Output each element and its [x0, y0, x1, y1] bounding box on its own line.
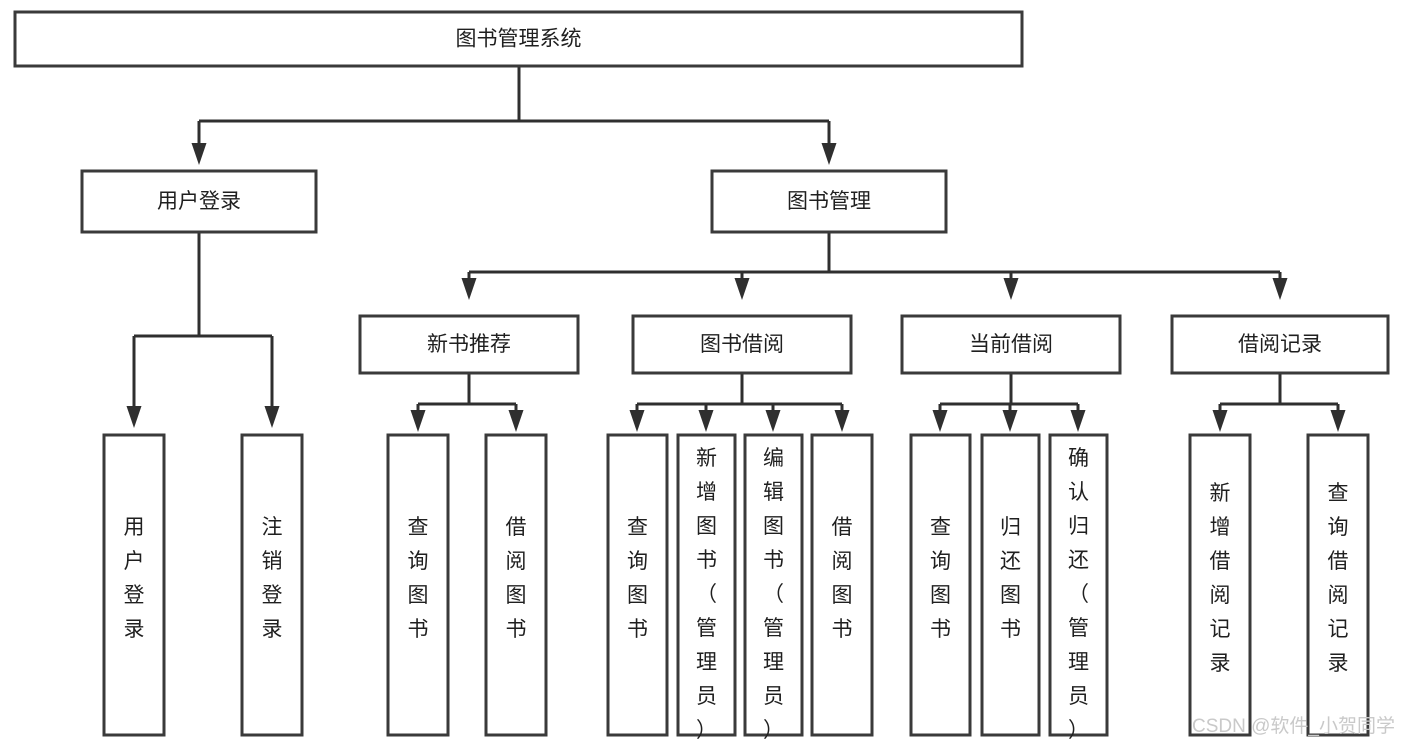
arrow-head-icon — [821, 143, 837, 165]
node-label: 借阅记录 — [1238, 333, 1322, 356]
node-label: 注销登录 — [262, 516, 283, 641]
node-box[interactable] — [1170, 314, 1390, 375]
arrow-head-icon — [1070, 410, 1086, 432]
connector-layer — [126, 66, 1346, 432]
arrow-head-icon — [1002, 410, 1018, 432]
node-root[interactable]: 图书管理系统 — [13, 10, 1024, 68]
node-leaf-edit-book[interactable]: 编辑图书（管理员） — [743, 433, 804, 742]
node-box[interactable] — [1188, 433, 1252, 737]
node-label: 图书管理 — [787, 190, 871, 213]
connector-user-login-trunk — [126, 232, 280, 428]
connector-new-book-trunk — [410, 373, 524, 432]
arrow-head-icon — [461, 278, 477, 300]
node-label: 图书借阅 — [700, 333, 784, 356]
node-box[interactable] — [676, 433, 737, 737]
arrow-head-icon — [1212, 410, 1228, 432]
node-label: 新书推荐 — [427, 333, 511, 356]
arrow-head-icon — [1272, 278, 1288, 300]
arrow-head-icon — [629, 410, 645, 432]
node-box[interactable] — [606, 433, 669, 737]
node-label: 新增图书（管理员） — [696, 447, 717, 742]
node-label: 借阅图书 — [832, 516, 853, 641]
arrow-head-icon — [508, 410, 524, 432]
connector-root-trunk — [191, 66, 837, 165]
connector-borrow-record-trunk — [1212, 373, 1346, 432]
node-leaf-add-book[interactable]: 新增图书（管理员） — [676, 433, 737, 742]
node-leaf-query-book-1[interactable]: 查询图书 — [386, 433, 450, 737]
node-leaf-borrow-book-1[interactable]: 借阅图书 — [484, 433, 548, 737]
arrow-head-icon — [1330, 410, 1346, 432]
node-box[interactable] — [386, 433, 450, 737]
node-label: 编辑图书（管理员） — [763, 447, 784, 742]
arrow-head-icon — [191, 143, 207, 165]
connector-book-borrow-trunk — [629, 373, 850, 432]
node-label: 查询图书 — [627, 516, 648, 641]
arrow-head-icon — [410, 410, 426, 432]
node-box[interactable] — [484, 433, 548, 737]
node-box[interactable] — [358, 314, 580, 375]
node-box[interactable] — [102, 433, 166, 737]
node-leaf-query-book-3[interactable]: 查询图书 — [909, 433, 972, 737]
node-label: 查询借阅记录 — [1328, 482, 1349, 675]
node-leaf-return-book[interactable]: 归还图书 — [980, 433, 1041, 737]
node-leaf-add-record[interactable]: 新增借阅记录 — [1188, 433, 1252, 737]
node-label: 用户登录 — [124, 516, 145, 641]
node-user-login[interactable]: 用户登录 — [80, 169, 318, 234]
node-book-manage[interactable]: 图书管理 — [710, 169, 948, 234]
node-leaf-confirm-return[interactable]: 确认归还（管理员） — [1048, 433, 1109, 742]
arrow-head-icon — [1003, 278, 1019, 300]
csdn-watermark: CSDN @软件_小贺同学 — [1192, 715, 1395, 737]
node-box[interactable] — [13, 10, 1024, 68]
arrow-head-icon — [834, 410, 850, 432]
node-label: 用户登录 — [157, 190, 241, 213]
node-box[interactable] — [710, 169, 948, 234]
node-leaf-query-record[interactable]: 查询借阅记录 — [1306, 433, 1370, 737]
node-label: 图书管理系统 — [456, 28, 582, 51]
arrow-head-icon — [126, 406, 142, 428]
node-label: 借阅图书 — [506, 516, 527, 641]
node-box[interactable] — [743, 433, 804, 737]
arrow-head-icon — [698, 410, 714, 432]
arrow-head-icon — [264, 406, 280, 428]
watermark-layer: CSDN @软件_小贺同学 — [1192, 715, 1395, 737]
connector-current-borrow-trunk — [932, 373, 1086, 432]
node-box[interactable] — [631, 314, 853, 375]
connector-book-manage-trunk — [461, 232, 1288, 300]
node-leaf-user-login[interactable]: 用户登录 — [102, 433, 166, 737]
node-new-book-recommend[interactable]: 新书推荐 — [358, 314, 580, 375]
node-current-borrow[interactable]: 当前借阅 — [900, 314, 1122, 375]
node-box[interactable] — [900, 314, 1122, 375]
node-leaf-user-logout[interactable]: 注销登录 — [240, 433, 304, 737]
node-layer: 图书管理系统用户登录图书管理新书推荐图书借阅当前借阅借阅记录用户登录注销登录查询… — [13, 10, 1390, 742]
node-label: 确认归还（管理员） — [1068, 447, 1089, 742]
node-box[interactable] — [240, 433, 304, 737]
arrow-head-icon — [734, 278, 750, 300]
node-box[interactable] — [1048, 433, 1109, 737]
node-label: 当前借阅 — [969, 333, 1053, 356]
node-label: 归还图书 — [1000, 516, 1021, 641]
node-box[interactable] — [980, 433, 1041, 737]
node-box[interactable] — [810, 433, 874, 737]
node-book-borrow[interactable]: 图书借阅 — [631, 314, 853, 375]
node-box[interactable] — [80, 169, 318, 234]
node-box[interactable] — [909, 433, 972, 737]
node-leaf-borrow-book-2[interactable]: 借阅图书 — [810, 433, 874, 737]
node-borrow-record[interactable]: 借阅记录 — [1170, 314, 1390, 375]
node-label: 查询图书 — [930, 516, 951, 641]
node-leaf-query-book-2[interactable]: 查询图书 — [606, 433, 669, 737]
arrow-head-icon — [932, 410, 948, 432]
node-box[interactable] — [1306, 433, 1370, 737]
node-label: 查询图书 — [408, 516, 429, 641]
arrow-head-icon — [765, 410, 781, 432]
node-label: 新增借阅记录 — [1210, 482, 1231, 675]
